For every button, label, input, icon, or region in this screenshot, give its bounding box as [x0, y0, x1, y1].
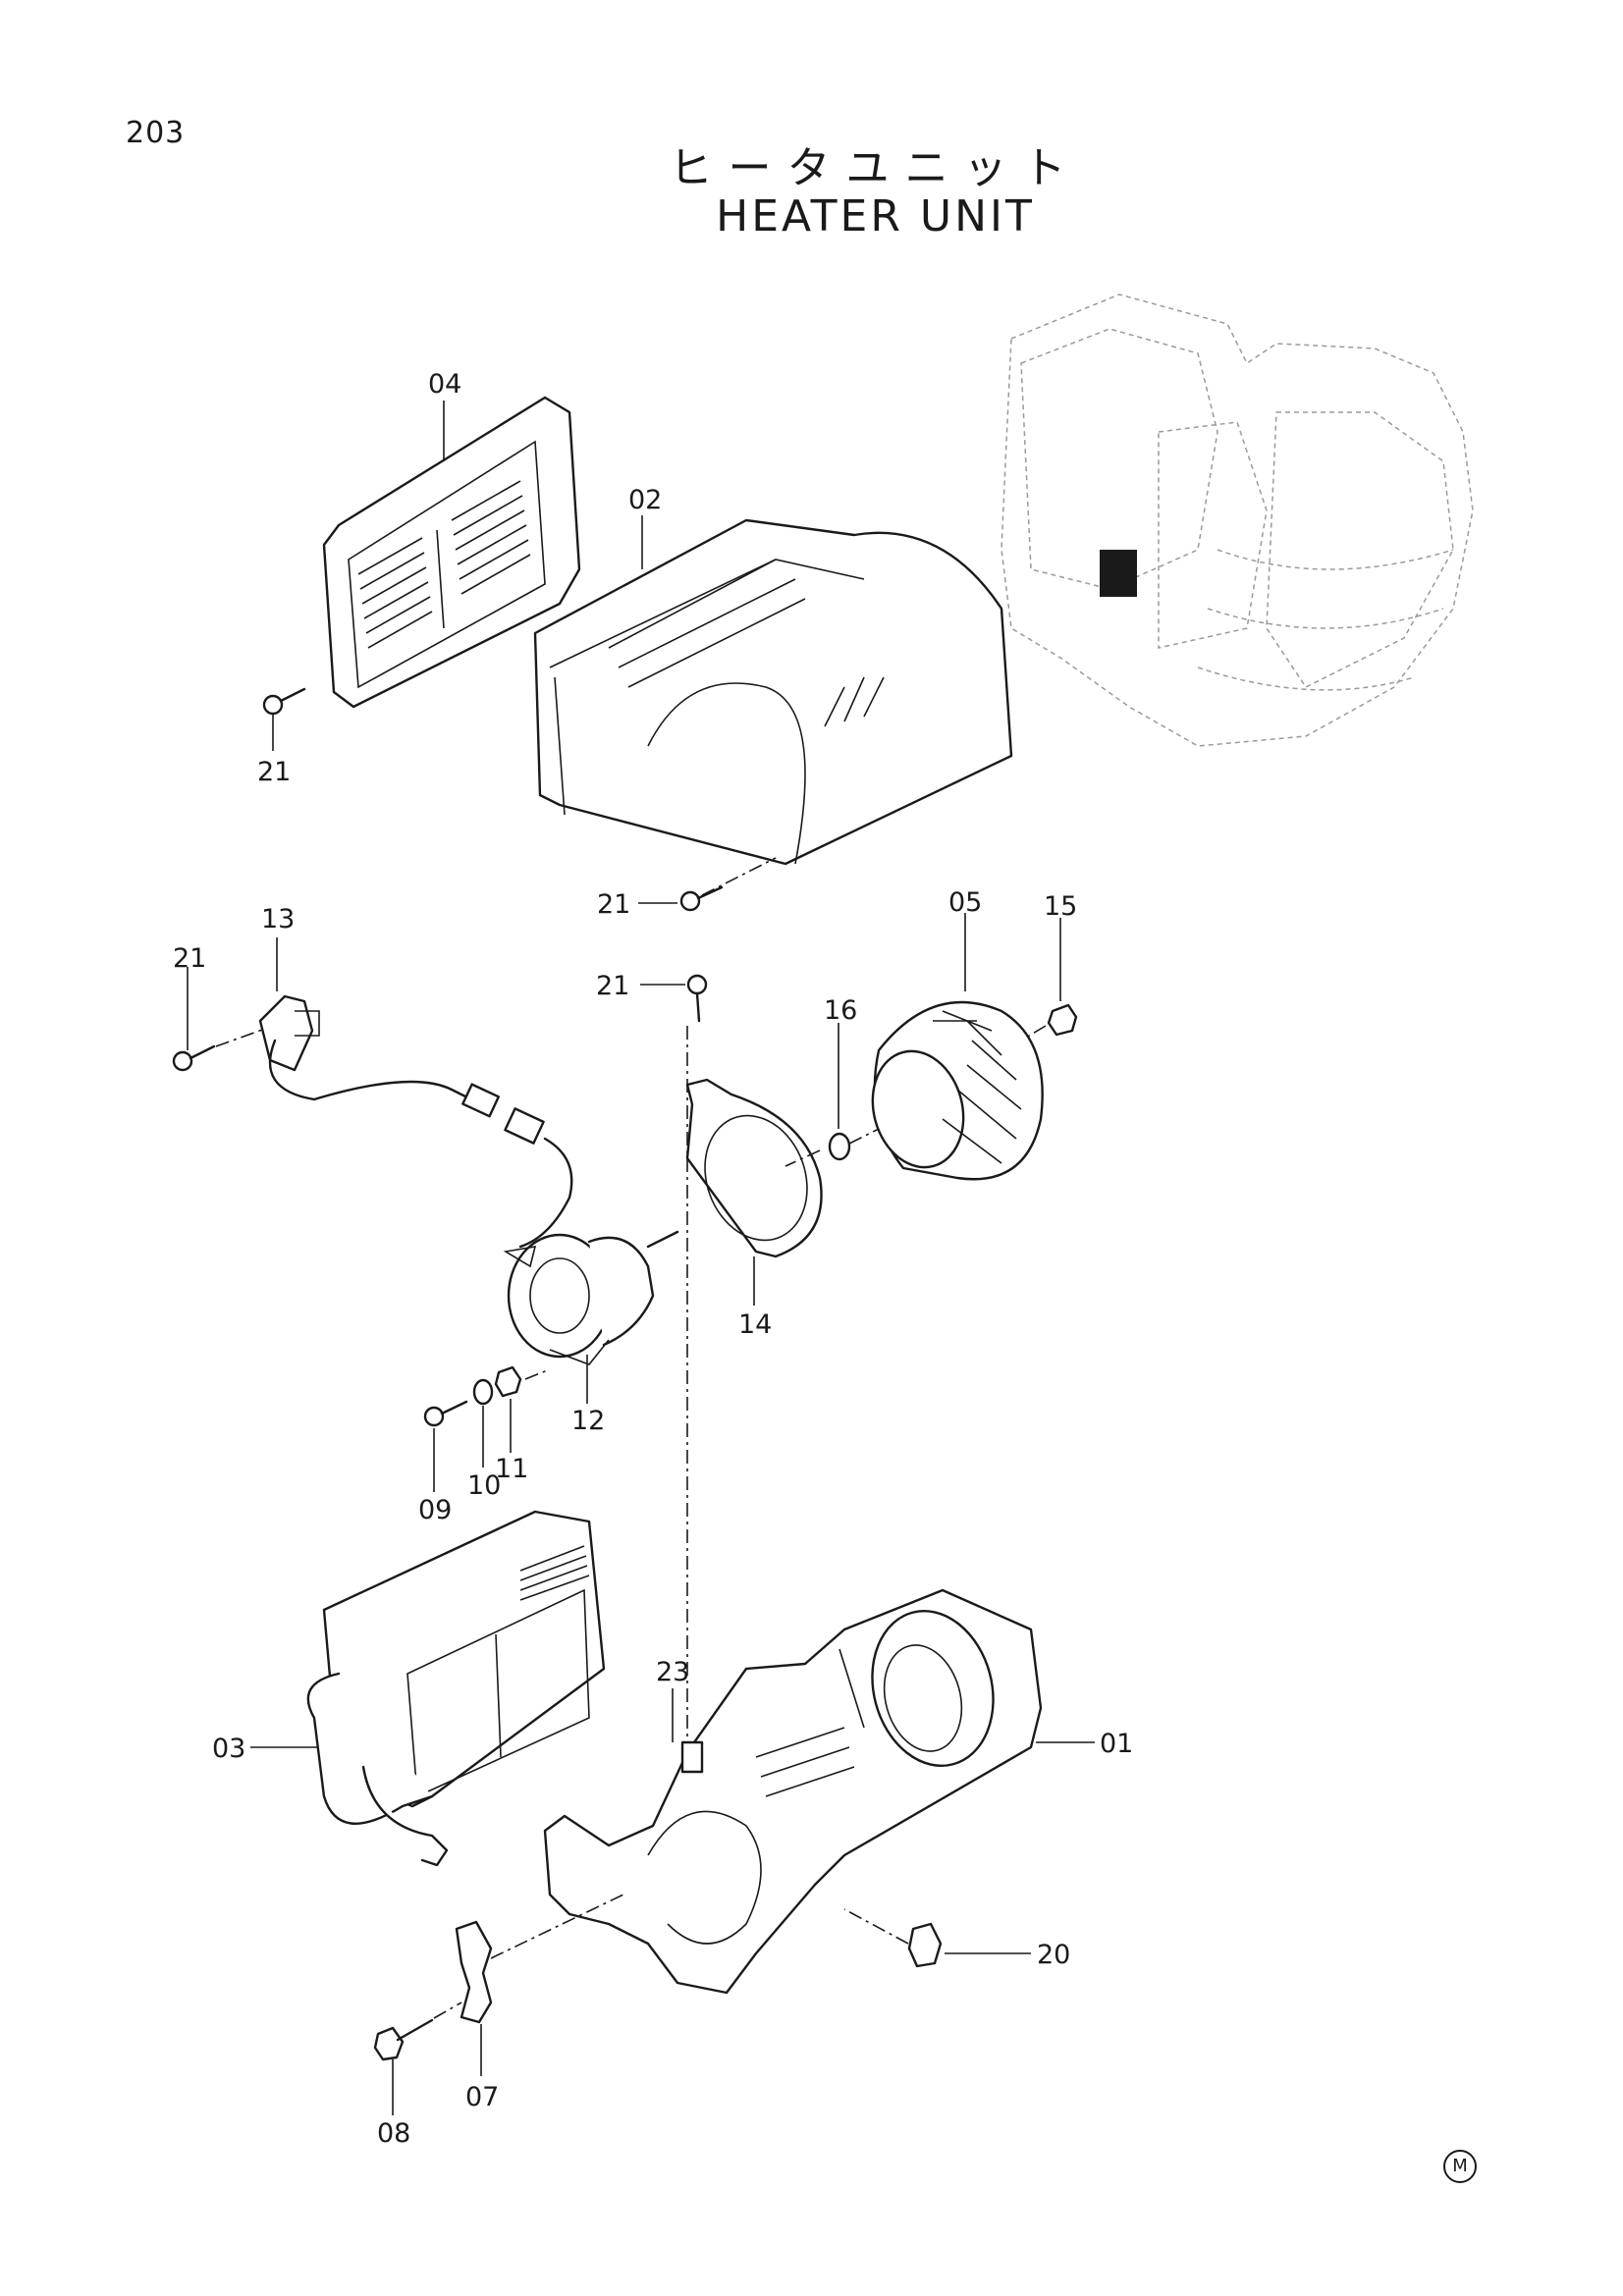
callout-04: 04	[428, 369, 461, 400]
callout-21-b: 21	[597, 889, 630, 920]
callout-09: 09	[418, 1495, 452, 1525]
part-21-screw-d	[686, 974, 708, 1023]
callout-10: 10	[467, 1470, 501, 1501]
part-21-screw-c	[172, 1044, 216, 1072]
part-07-bracket	[455, 1920, 493, 2024]
heater-unit-location-marker	[1100, 550, 1137, 597]
callout-23: 23	[656, 1657, 689, 1687]
callout-15: 15	[1044, 891, 1077, 922]
callout-21-d: 21	[596, 971, 629, 1001]
part-21-screw-b	[679, 885, 724, 912]
callout-05: 05	[948, 887, 982, 918]
callout-08: 08	[377, 2118, 410, 2149]
part-13-harness-bracket	[258, 994, 573, 1249]
title-japanese: ヒータユニット	[669, 143, 1082, 193]
part-10-washer	[472, 1378, 494, 1406]
part-16-washer	[828, 1132, 851, 1161]
callout-13: 13	[261, 904, 295, 934]
callout-14: 14	[738, 1309, 772, 1340]
part-02-upper-cover	[533, 518, 1013, 866]
part-11-nut	[494, 1365, 522, 1398]
callout-16: 16	[824, 995, 857, 1026]
callout-21-a: 21	[257, 757, 291, 787]
part-21-screw-a	[262, 687, 306, 716]
machine-cab-outline	[1001, 294, 1474, 747]
part-08-bolt	[373, 2018, 434, 2061]
part-03-heater-core	[306, 1510, 606, 1867]
part-05-blower-fan	[871, 1000, 1044, 1181]
callout-03: 03	[212, 1734, 245, 1764]
callout-20: 20	[1037, 1940, 1070, 1970]
page-number: 203	[126, 116, 186, 150]
part-09-screw	[423, 1400, 468, 1427]
part-01-heater-case	[543, 1588, 1043, 1995]
part-12-blower-motor	[503, 1230, 679, 1365]
part-15-nut	[1047, 1003, 1078, 1037]
callout-labels: 04 02 21 21 13 21 21 05 15 16 14 12 09 1…	[173, 369, 1133, 2149]
corner-mark: M	[1443, 2150, 1477, 2183]
callout-07: 07	[465, 2082, 499, 2112]
part-20-grommet	[907, 1922, 943, 1968]
title-english: HEATER UNIT	[716, 191, 1035, 241]
part-23-clip	[680, 1740, 704, 1774]
leader-lines	[187, 400, 1095, 2115]
callout-11: 11	[495, 1454, 528, 1484]
callout-12: 12	[571, 1406, 605, 1436]
callout-01: 01	[1100, 1729, 1133, 1759]
callout-21-c: 21	[173, 943, 206, 974]
callout-02: 02	[628, 485, 662, 515]
part-04-filter-panel	[322, 396, 581, 709]
part-14-fan-housing	[685, 1078, 823, 1258]
